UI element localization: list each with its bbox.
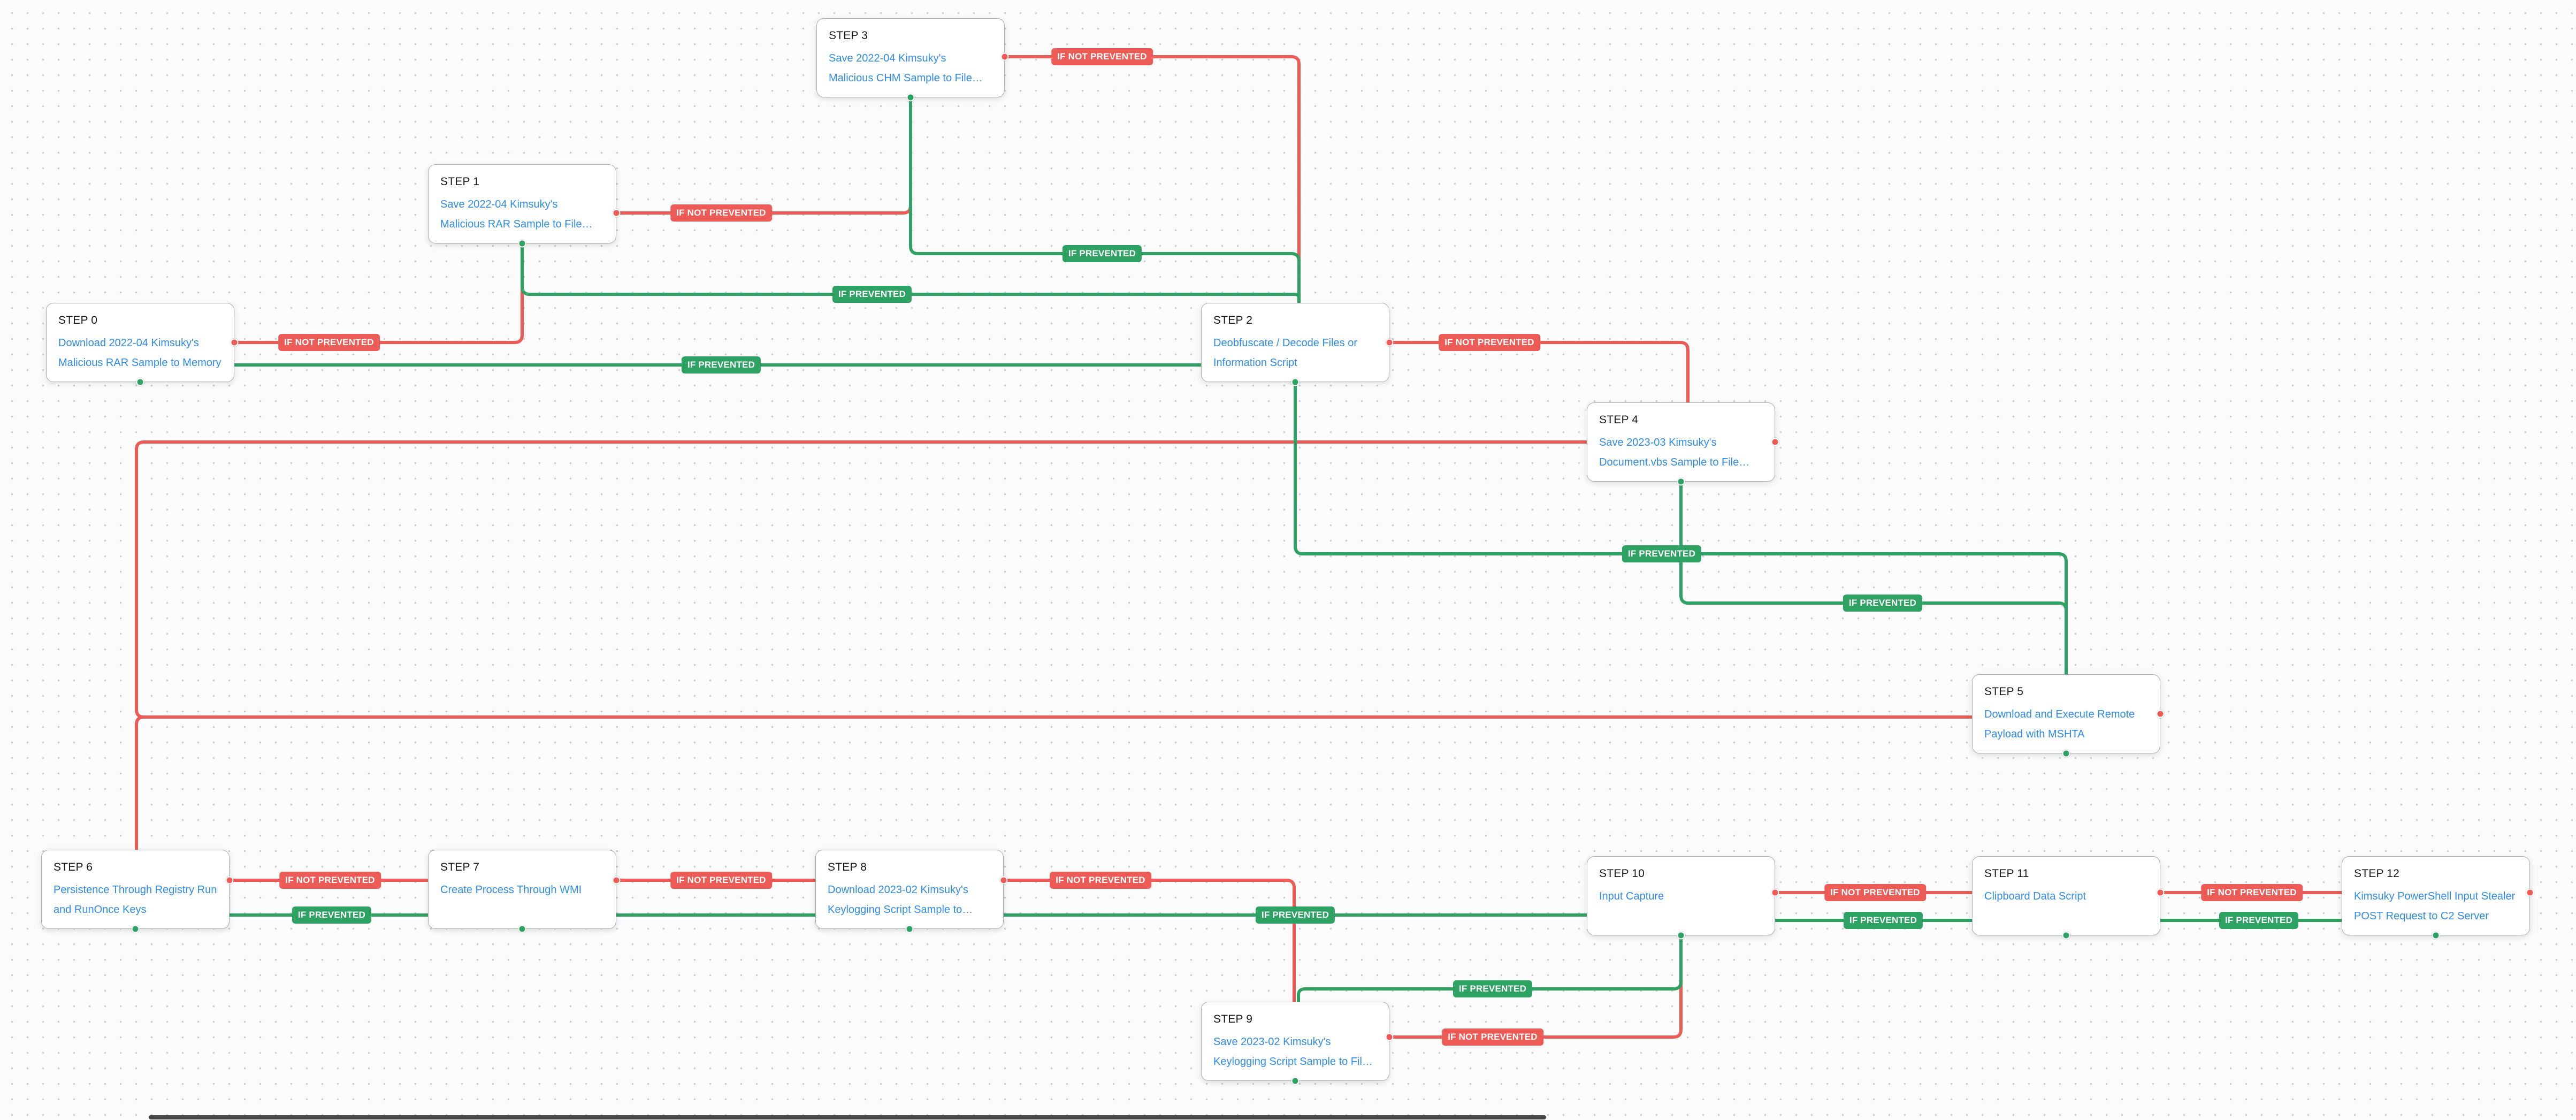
- step-node-9-title: STEP 9: [1213, 1013, 1253, 1025]
- step-node-10[interactable]: STEP 10 Input Capture: [1587, 856, 1775, 935]
- step-node-7-link[interactable]: Create Process Through WMI: [440, 884, 582, 896]
- edge-label-if-prevented-step10: IF PREVENTED: [1843, 912, 1923, 929]
- step-node-7-title: STEP 7: [440, 861, 480, 873]
- source-handle-red-step11[interactable]: [2156, 888, 2165, 897]
- source-handle-green-step6[interactable]: [131, 925, 140, 933]
- source-handle-red-step4[interactable]: [1771, 438, 1779, 446]
- step-node-11[interactable]: STEP 11 Clipboard Data Script: [1972, 856, 2160, 935]
- edge-red-step0-to-step1[interactable]: [233, 242, 524, 344]
- edge-label-if-prevented-step8: IF PREVENTED: [1255, 906, 1335, 924]
- edge-green-step3-to-step2[interactable]: [909, 96, 1301, 304]
- step-node-5[interactable]: STEP 5 Download and Execute Remote Payloa…: [1972, 674, 2160, 753]
- step-node-1[interactable]: STEP 1 Save 2022-04 Kimsuky's Malicious R…: [428, 164, 616, 243]
- horizontal-scrollbar-thumb[interactable]: [149, 1115, 1546, 1119]
- edge-label-if-prevented-step2: IF PREVENTED: [1622, 545, 1702, 562]
- source-handle-green-step12[interactable]: [2432, 931, 2440, 940]
- step-node-8-link[interactable]: Download 2023-02 Kimsuky's Keylogging Sc…: [828, 884, 973, 916]
- edge-label-if-prevented-step9: IF PREVENTED: [1453, 980, 1533, 997]
- step-node-3-title: STEP 3: [829, 29, 868, 42]
- step-node-8-title: STEP 8: [828, 861, 867, 873]
- step-node-6-link[interactable]: Persistence Through Registry Run and Run…: [53, 884, 217, 916]
- source-handle-green-step4[interactable]: [1677, 477, 1685, 486]
- step-node-12-title: STEP 12: [2354, 867, 2400, 880]
- step-node-8[interactable]: STEP 8 Download 2023-02 Kimsuky's Keylogg…: [815, 850, 1004, 929]
- step-node-5-title: STEP 5: [1984, 685, 2024, 698]
- edge-green-step1-to-step2[interactable]: [521, 242, 1301, 304]
- step-node-12-link[interactable]: Kimsuky PowerShell Input Stealer POST Re…: [2354, 890, 2516, 922]
- step-node-10-link[interactable]: Input Capture: [1599, 890, 1664, 902]
- step-node-11-link[interactable]: Clipboard Data Script: [1984, 890, 2086, 902]
- step-node-10-title: STEP 10: [1599, 867, 1645, 880]
- edge-red-step2-to-step4[interactable]: [1388, 341, 1690, 404]
- source-handle-red-step5[interactable]: [2156, 710, 2165, 718]
- step-node-3-link[interactable]: Save 2022-04 Kimsuky's Malicious CHM Sam…: [829, 52, 983, 84]
- source-handle-red-step6[interactable]: [225, 876, 234, 885]
- step-node-1-title: STEP 1: [440, 176, 480, 188]
- source-handle-green-step9[interactable]: [1291, 1077, 1300, 1085]
- edge-label-if-not-prevented-step8: IF NOT PREVENTED: [1050, 872, 1151, 889]
- step-node-9-link[interactable]: Save 2023-02 Kimsuky's Keylogging Script…: [1213, 1036, 1373, 1068]
- edge-label-if-prevented-step4: IF PREVENTED: [1843, 595, 1923, 612]
- step-node-7[interactable]: STEP 7 Create Process Through WMI: [428, 850, 616, 929]
- source-handle-green-step8[interactable]: [905, 925, 914, 933]
- source-handle-green-step0[interactable]: [136, 378, 144, 386]
- edge-red-step3-to-step2[interactable]: [1003, 55, 1301, 304]
- source-handle-green-step7[interactable]: [518, 925, 526, 933]
- source-handle-green-step1[interactable]: [518, 239, 526, 248]
- edge-red-step4-to-step5[interactable]: [135, 440, 1974, 719]
- step-node-2[interactable]: STEP 2 Deobfuscate / Decode Files or Info…: [1201, 303, 1389, 382]
- edge-label-if-not-prevented-step6: IF NOT PREVENTED: [279, 872, 381, 889]
- source-handle-red-step10[interactable]: [1771, 888, 1779, 897]
- edge-label-if-prevented-step1: IF PREVENTED: [832, 286, 912, 303]
- source-handle-red-step7[interactable]: [612, 876, 621, 885]
- step-node-0-title: STEP 0: [58, 314, 98, 326]
- source-handle-red-step12[interactable]: [2526, 888, 2534, 897]
- edge-green-step4-to-step5[interactable]: [1679, 480, 2068, 676]
- source-handle-green-step3[interactable]: [906, 93, 915, 102]
- edge-label-if-not-prevented-step3: IF NOT PREVENTED: [1051, 48, 1153, 65]
- step-node-2-link[interactable]: Deobfuscate / Decode Files or Informatio…: [1213, 337, 1358, 369]
- source-handle-red-step3[interactable]: [1000, 52, 1009, 61]
- step-node-0-link[interactable]: Download 2022-04 Kimsuky's Malicious RAR…: [58, 337, 221, 369]
- edge-label-if-not-prevented-step1: IF NOT PREVENTED: [670, 204, 772, 222]
- edge-red-step9-to-step10[interactable]: [1388, 934, 1683, 1039]
- source-handle-red-step8[interactable]: [999, 876, 1008, 885]
- edge-label-if-not-prevented-step0: IF NOT PREVENTED: [278, 334, 380, 351]
- source-handle-red-step9[interactable]: [1385, 1033, 1394, 1041]
- step-node-11-title: STEP 11: [1984, 867, 2029, 880]
- source-handle-green-step2[interactable]: [1291, 378, 1300, 386]
- edge-label-if-not-prevented-step11: IF NOT PREVENTED: [2201, 884, 2303, 901]
- step-node-6-title: STEP 6: [53, 861, 93, 873]
- edge-label-if-prevented-step6: IF PREVENTED: [292, 906, 372, 924]
- edge-label-if-not-prevented-step2: IF NOT PREVENTED: [1439, 334, 1540, 351]
- edge-label-if-prevented-step3: IF PREVENTED: [1062, 245, 1142, 262]
- edge-label-if-prevented-step0: IF PREVENTED: [681, 356, 761, 374]
- step-node-4-title: STEP 4: [1599, 414, 1639, 426]
- edge-red-step1-to-step3[interactable]: [615, 96, 912, 215]
- step-node-6[interactable]: STEP 6 Persistence Through Registry Run a…: [41, 850, 230, 929]
- step-node-0[interactable]: STEP 0 Download 2022-04 Kimsuky's Malicio…: [46, 303, 234, 382]
- edge-label-if-prevented-step11: IF PREVENTED: [2219, 912, 2299, 929]
- step-node-4-link[interactable]: Save 2023-03 Kimsuky's Document.vbs Samp…: [1599, 437, 1750, 468]
- edge-label-if-not-prevented-step7: IF NOT PREVENTED: [670, 872, 772, 889]
- edge-red-step8-to-step9[interactable]: [1002, 879, 1296, 1003]
- step-node-9[interactable]: STEP 9 Save 2023-02 Kimsuky's Keylogging …: [1201, 1002, 1389, 1081]
- source-handle-red-step0[interactable]: [230, 338, 239, 347]
- step-node-3[interactable]: STEP 3 Save 2022-04 Kimsuky's Malicious C…: [816, 18, 1005, 97]
- step-node-5-link[interactable]: Download and Execute Remote Payload with…: [1984, 708, 2135, 740]
- step-node-1-link[interactable]: Save 2022-04 Kimsuky's Malicious RAR Sam…: [440, 199, 593, 230]
- source-handle-green-step10[interactable]: [1677, 931, 1685, 940]
- edge-label-if-not-prevented-step9: IF NOT PREVENTED: [1442, 1028, 1543, 1046]
- step-node-12[interactable]: STEP 12 Kimsuky PowerShell Input Stealer …: [2342, 856, 2530, 935]
- edge-label-if-not-prevented-step10: IF NOT PREVENTED: [1824, 884, 1926, 901]
- step-node-2-title: STEP 2: [1213, 314, 1253, 326]
- source-handle-red-step1[interactable]: [612, 209, 621, 217]
- step-node-4[interactable]: STEP 4 Save 2023-03 Kimsuky's Document.vb…: [1587, 402, 1775, 482]
- source-handle-green-step11[interactable]: [2062, 931, 2070, 940]
- source-handle-red-step2[interactable]: [1385, 338, 1394, 347]
- edge-red-step5-to-step6[interactable]: [135, 715, 1974, 851]
- source-handle-green-step5[interactable]: [2062, 749, 2070, 758]
